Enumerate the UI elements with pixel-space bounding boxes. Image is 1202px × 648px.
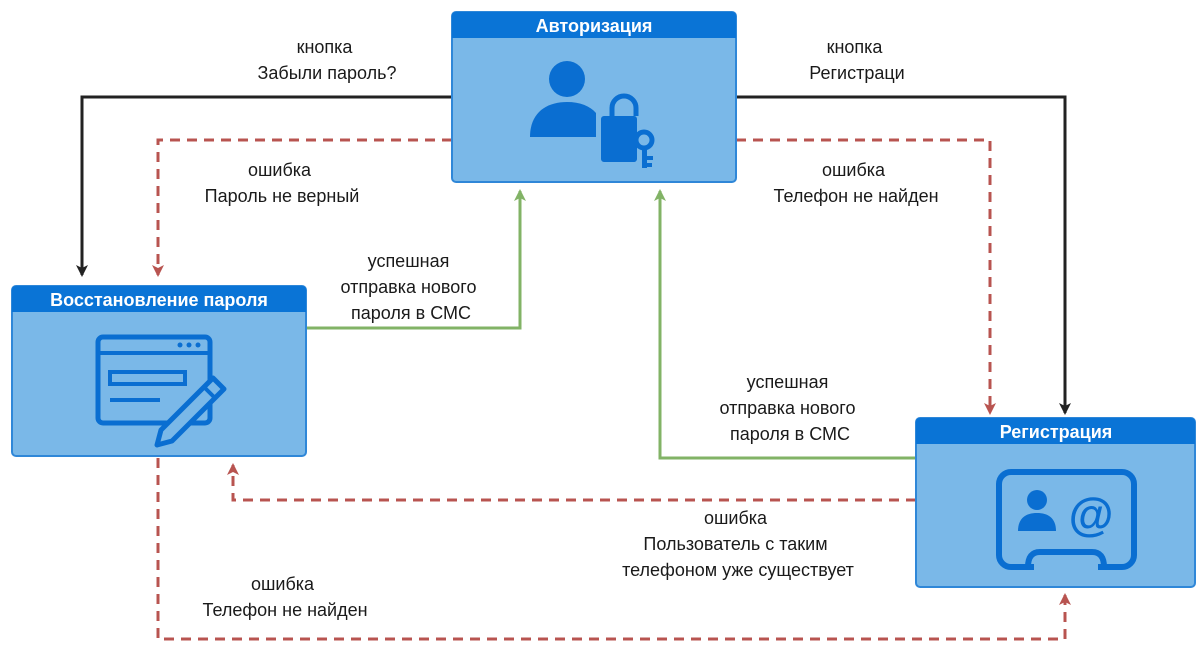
- node-auth-title: Авторизация: [536, 16, 653, 36]
- edge-forgot-password: [76, 95, 452, 277]
- edge-recovery-sms: [306, 189, 526, 330]
- form-edit-icon: [95, 334, 227, 448]
- edge-register: [736, 95, 1071, 415]
- node-auth-header: [452, 12, 736, 38]
- label-registration-sms: успешная отправка нового пароля в СМС: [720, 372, 861, 444]
- edge-user-exists: [227, 463, 916, 502]
- node-registration-title: Регистрация: [1000, 422, 1113, 442]
- edge-registration-sms: [654, 189, 916, 460]
- node-auth[interactable]: Авторизация: [451, 11, 737, 183]
- edge-wrong-password: [152, 138, 452, 277]
- node-recovery-header: [12, 286, 306, 312]
- label-wrong-password: ошибка Пароль не верный: [205, 160, 360, 206]
- label-recovery-phone-not-found: ошибка Телефон не найден: [202, 574, 367, 620]
- node-registration[interactable]: Регистрация @: [915, 417, 1196, 588]
- node-registration-header: [916, 418, 1195, 444]
- label-auth-phone-not-found: ошибка Телефон не найден: [773, 160, 938, 206]
- user-lock-icon: [530, 61, 655, 168]
- label-recovery-sms: успешная отправка нового пароля в СМС: [341, 251, 482, 323]
- contact-card-at-icon: @: [996, 469, 1137, 571]
- node-recovery-title: Восстановление пароля: [50, 290, 268, 310]
- node-recovery[interactable]: Восстановление пароля: [11, 285, 307, 457]
- label-forgot-button: кнопка Забыли пароль?: [258, 37, 397, 83]
- edges: [76, 95, 1071, 641]
- svg-text:@: @: [1069, 488, 1114, 540]
- label-user-exists: ошибка Пользователь с таким телефоном уж…: [622, 508, 854, 580]
- label-register-button: кнопка Регистраци: [809, 37, 904, 83]
- edge-labels: кнопка Забыли пароль? кнопка Регистраци …: [202, 37, 938, 620]
- edge-recovery-phone-not-found: [156, 458, 1071, 641]
